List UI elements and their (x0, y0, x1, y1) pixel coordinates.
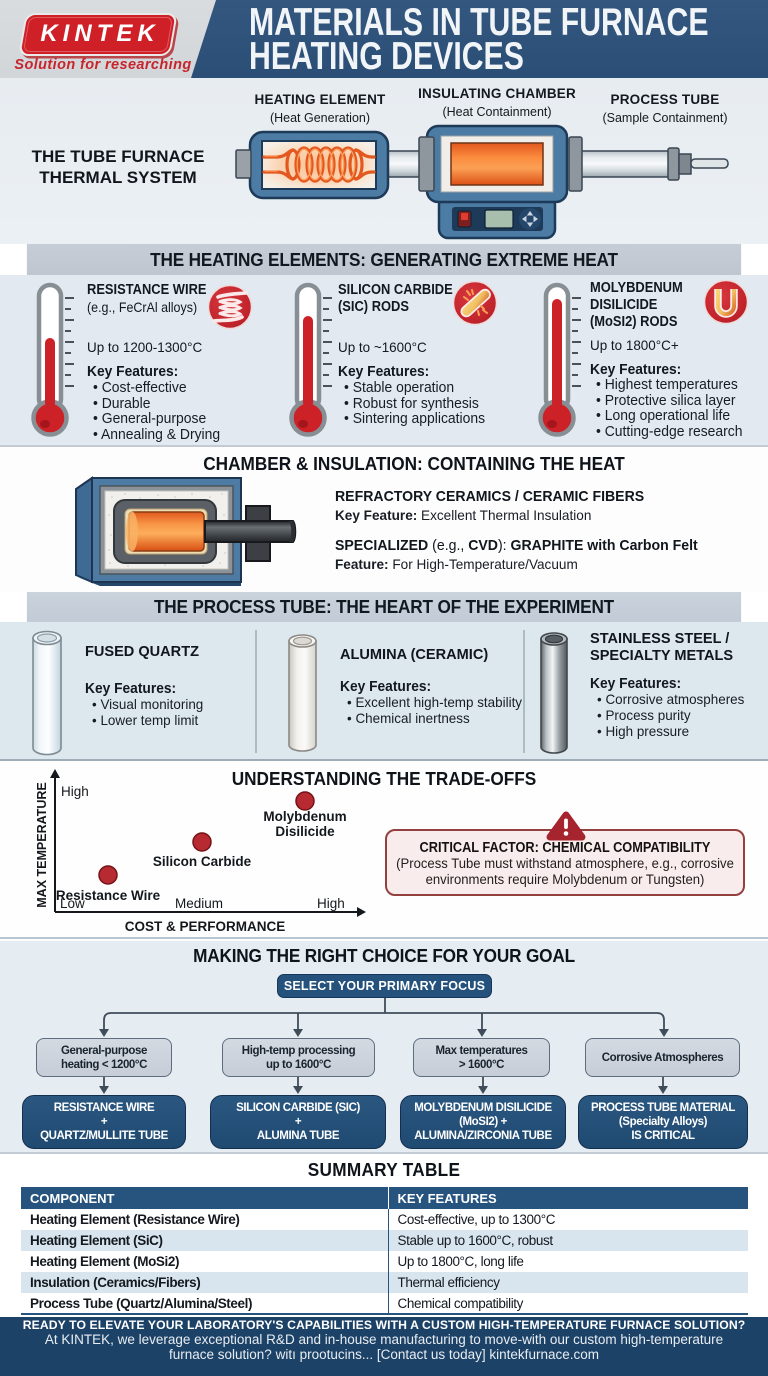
svg-text:MAX TEMPERATURE: MAX TEMPERATURE (35, 782, 49, 907)
svg-text:High: High (317, 896, 345, 911)
svg-text:COST & PERFORMANCE: COST & PERFORMANCE (125, 919, 286, 934)
svg-text:Disilicide: Disilicide (275, 824, 335, 839)
svg-text:Molybdenum: Molybdenum (263, 809, 346, 824)
svg-text:Resistance Wire: Resistance Wire (56, 888, 161, 903)
svg-text:Medium: Medium (175, 896, 223, 911)
svg-text:High: High (61, 784, 89, 799)
svg-text:Silicon Carbide: Silicon Carbide (153, 854, 252, 869)
svg-text:Low: Low (60, 896, 85, 911)
